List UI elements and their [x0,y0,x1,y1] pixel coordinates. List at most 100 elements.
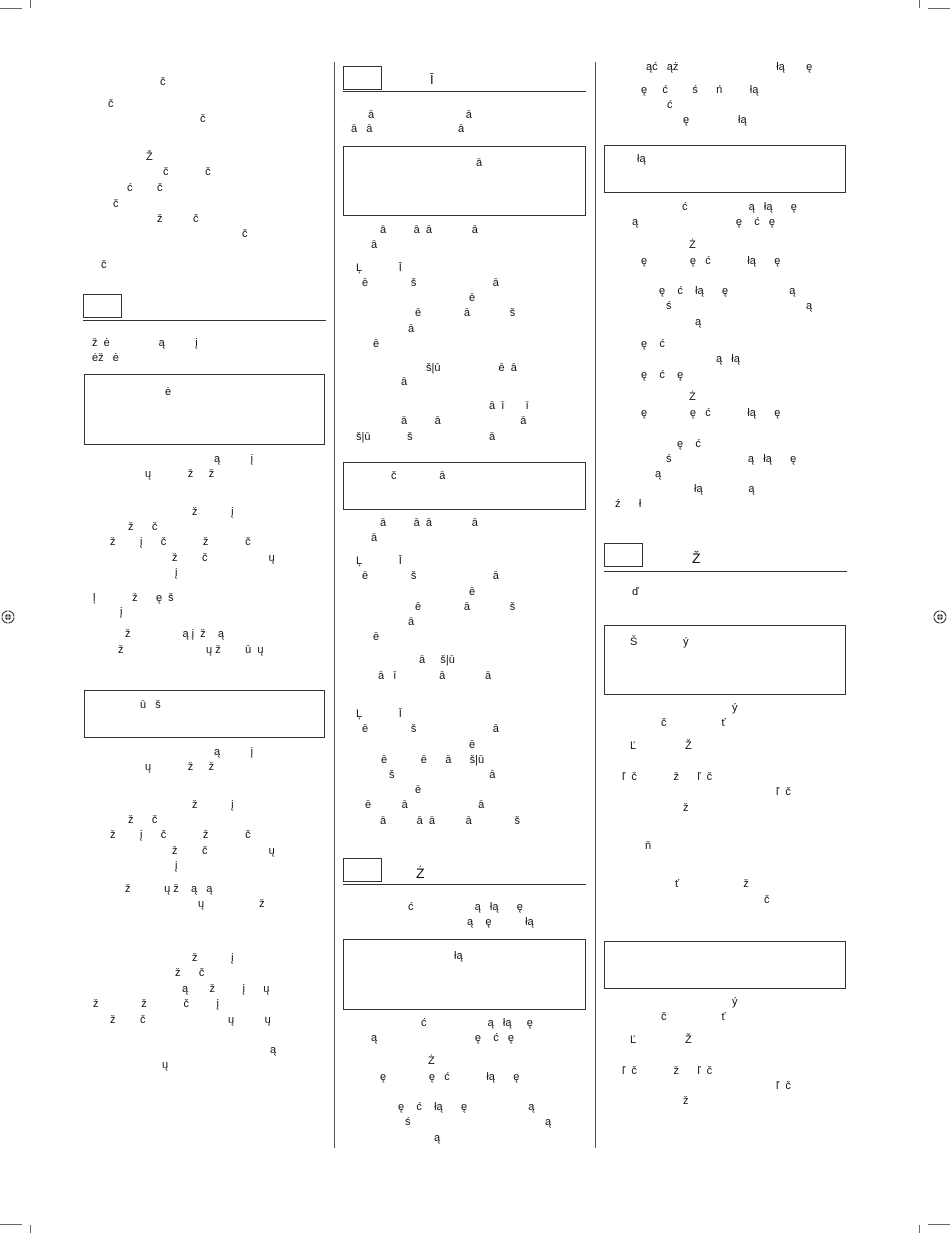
text-line: ą łą [716,353,740,365]
text-line: Ž [146,151,153,163]
text-line: č [101,259,107,271]
text-line: ľ č [776,786,791,798]
text-line: ć [667,99,673,111]
text-line: ā ā ā ā [380,517,478,529]
text-line: ž ą į ž ą [125,628,225,640]
text-line: ē [373,338,380,350]
text-line: č č [163,166,211,178]
section-heading: Ī [430,72,434,87]
text-line: ā [408,616,415,628]
text-line: Ż [689,239,696,251]
text-line: ē ā ā [365,799,485,811]
section-heading-rule [604,571,847,572]
crop-mark-top-right-h [928,8,950,9]
text-line: ž ė ą į [92,337,198,349]
section-heading-tab [343,66,382,90]
text-line: ę ć ś ń łą [641,84,759,96]
text-line: ć ą łą ę [421,1017,533,1029]
text-line: į [175,567,178,579]
text-line: ą [655,468,662,480]
text-line: ā [408,323,415,335]
text-line: ž č ų [172,552,275,564]
text-line: ž į [192,952,234,964]
text-line: Ż [428,1055,435,1067]
crop-mark-bottom-left-v [30,1225,31,1233]
text-line: č [160,76,166,88]
text-line: š|ū ē ā [426,362,517,374]
text-line: ľ č ž ľ č [622,771,713,783]
text-line: ų ž ž [145,761,215,773]
text-line: č ť [661,717,726,729]
text-line: ą ę ć ę [632,216,776,228]
text-line: ā ā ā ā š [380,815,520,827]
text-line: ē ē ā š|ū [381,754,485,766]
note-box: ā [343,146,586,216]
note-text: łą [454,950,463,962]
registration-mark-left-icon [1,610,15,624]
text-line: ž į [192,506,234,518]
text-line: ē š ā [362,570,499,582]
note-text: ū š [140,699,161,711]
text-line: ą į [214,453,254,465]
text-line: ą [695,316,702,328]
text-line: ę ę ć łą ę [641,255,781,267]
text-line: Ľ Ž [630,1034,692,1046]
text-line: ā š|ū [419,654,455,666]
text-line: ē š ā [362,723,499,735]
text-line: ā ā ā [351,123,465,135]
note-box: ė [84,374,325,445]
text-line: ē ā š [415,601,516,613]
text-line: ć č [127,182,163,194]
section-heading-rule [83,320,326,321]
text-line: ň [645,840,652,852]
crop-mark-bottom-right-v [919,1225,920,1233]
column-divider-1 [334,62,335,1148]
registration-mark-right-icon [933,610,947,624]
text-line: ź ł [615,498,642,510]
text-line: ś ą łą ę [666,453,797,465]
text-line: Ļ Ī [356,555,402,567]
text-line: ā ā [368,109,472,121]
text-line: ž č ų ų [110,1014,271,1026]
text-line: łą ą [694,483,755,495]
section-heading-tab [83,294,122,318]
text-line: ļ ž ę š [93,592,174,604]
note-box: łą [343,939,586,1010]
text-line: ž [683,1095,689,1107]
text-line: ą [434,1132,441,1144]
text-line: ý [732,702,738,714]
text-line: ž č [157,213,199,225]
text-line: ę ć [677,438,701,450]
text-line: Ļ Ī [356,708,402,720]
text-line: ā [371,239,378,251]
text-line: ž č [175,967,205,979]
text-line: ē ā š [415,307,516,319]
text-line: ć ą łą ę [408,901,523,913]
text-line: ť ž [675,878,749,890]
text-line: Ļ Ī [356,262,402,274]
section-heading-tab [343,858,382,882]
crop-mark-top-left-v [30,0,31,8]
note-text: ā [476,157,483,169]
text-line: į [120,606,123,618]
text-line: š|ū š ā [356,431,496,443]
text-line: ā [371,532,378,544]
text-line: ę łą [683,114,747,126]
text-line: į [175,860,178,872]
text-line: Ż [689,391,696,403]
note-box: Š ý [604,625,846,695]
text-line: ėž ė [92,352,119,364]
text-line: ą į [214,746,254,758]
text-line: ž [683,802,689,814]
text-line: ą ę łą [467,916,534,928]
text-line: ā [401,376,408,388]
note-box: ū š [84,690,325,738]
text-line: ā ā ā ā [380,224,478,236]
text-line: ā ī ā ā [378,670,492,682]
text-line: č [242,228,248,240]
text-line: š ā [389,769,496,781]
section-heading-tab [604,543,643,567]
section-heading-rule [343,884,586,885]
text-line: č [108,98,114,110]
text-line: ž ų ž ą ą [125,883,213,895]
